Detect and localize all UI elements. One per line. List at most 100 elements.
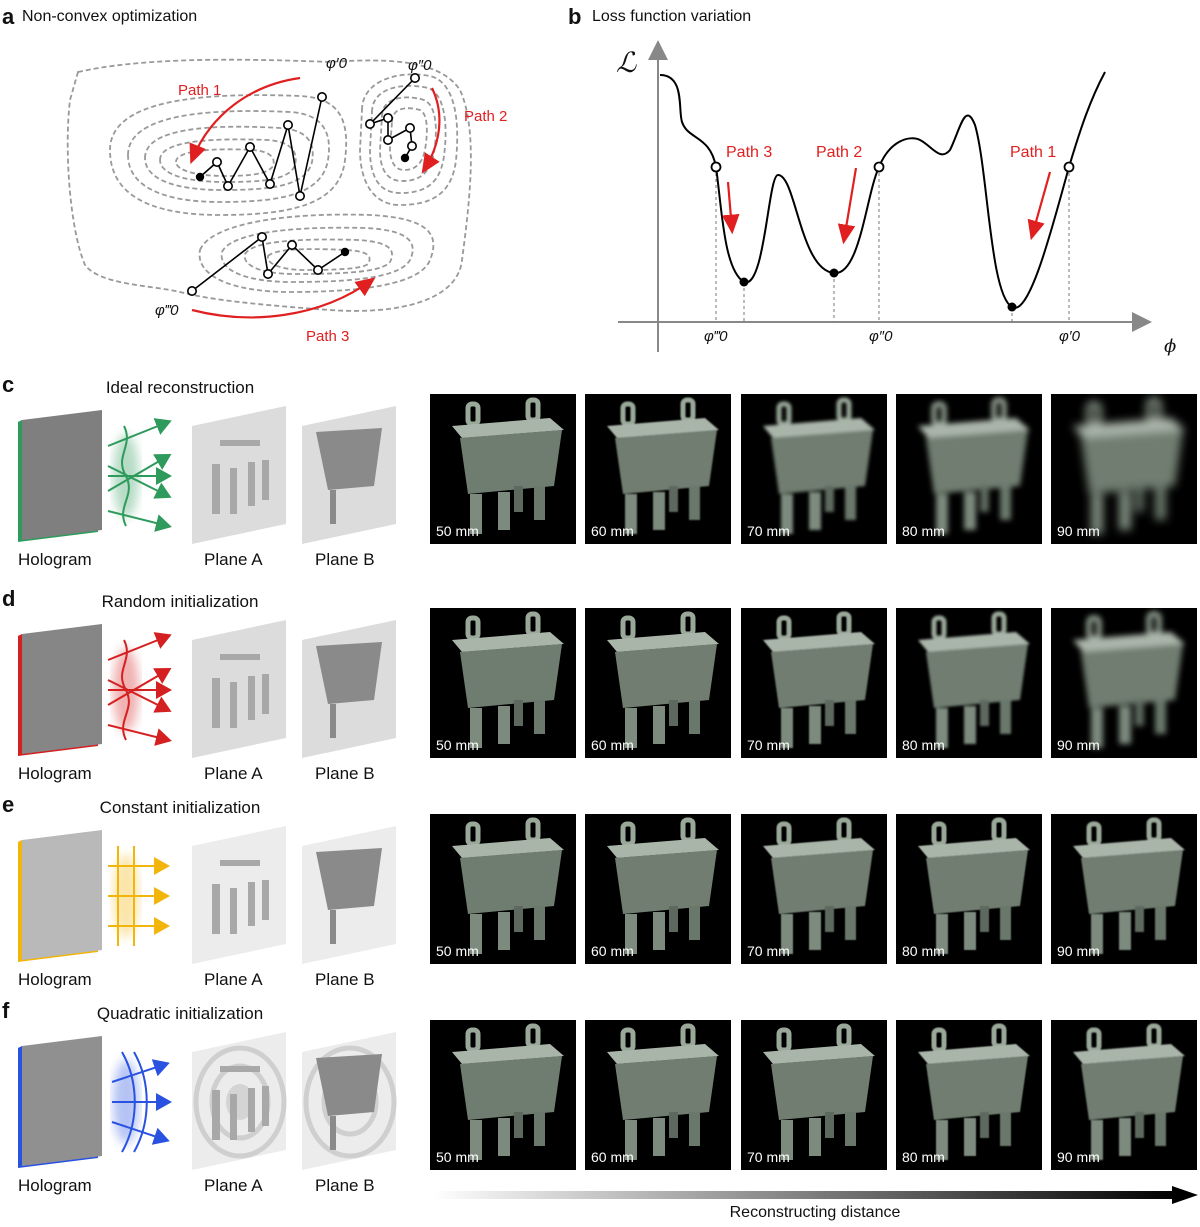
plane-b: [302, 406, 396, 544]
reconstruction-image: 70 mm: [741, 1020, 887, 1170]
phi-double-prime-label: φ″0: [408, 57, 432, 74]
phi-triple-prime-label: φ‴0: [155, 302, 179, 319]
plane-b: [302, 620, 396, 758]
vessel-render: [607, 1023, 719, 1160]
vessel-render: [918, 397, 1030, 534]
reconstruction-image: 50 mm: [430, 1020, 576, 1170]
path-3-label: Path 3: [306, 328, 350, 345]
plane-b: [302, 1032, 397, 1170]
distance-label: 80 mm: [902, 943, 945, 959]
plane-a: [192, 1032, 287, 1170]
reconstruction-image: 70 mm: [741, 608, 887, 758]
reconstruction-image: 80 mm: [896, 814, 1042, 964]
distance-label: 60 mm: [591, 737, 634, 753]
row-letter: e: [2, 792, 15, 817]
plane-b-label: Plane B: [315, 970, 375, 989]
hologram-slab: [18, 830, 102, 962]
vessel-render: [763, 1023, 875, 1160]
hologram-label: Hologram: [18, 550, 92, 569]
reconstruction-image: 50 mm: [430, 608, 576, 758]
hologram-label: Hologram: [18, 1176, 92, 1195]
plane-a-label: Plane A: [204, 1176, 263, 1195]
reconstruction-image: 70 mm: [741, 394, 887, 544]
panel-a: a Non-convex optimization: [0, 0, 560, 360]
plane-a-label: Plane A: [204, 970, 263, 989]
panel-a-title: Non-convex optimization: [22, 8, 198, 25]
distance-label: 50 mm: [436, 1149, 479, 1165]
light-rays: [108, 846, 170, 946]
vessel-render: [763, 397, 875, 534]
plane-b-label: Plane B: [315, 764, 375, 783]
reconstruction-image: 90 mm: [1051, 608, 1197, 758]
vessel-render: [452, 611, 564, 748]
hologram-slab: [18, 624, 102, 756]
distance-label: 90 mm: [1057, 737, 1100, 753]
distance-axis-label: Reconstructing distance: [729, 1204, 901, 1221]
vessel-render: [1073, 611, 1185, 748]
plane-a-label: Plane A: [204, 550, 263, 569]
reconstruction-image: 90 mm: [1051, 1020, 1197, 1170]
reconstruction-image: 80 mm: [896, 1020, 1042, 1170]
loss-curve-plot: [618, 40, 1152, 352]
light-rays: [107, 418, 172, 532]
distance-label: 70 mm: [747, 523, 790, 539]
distance-label: 90 mm: [1057, 1149, 1100, 1165]
plane-b: [302, 826, 396, 964]
hologram-slab: [18, 410, 102, 542]
loss-symbol: ℒ: [616, 46, 637, 79]
reconstruction-image: 50 mm: [430, 394, 576, 544]
vessel-render: [452, 1023, 564, 1160]
distance-label: 60 mm: [591, 943, 634, 959]
distance-label: 70 mm: [747, 737, 790, 753]
reconstruction-image: 90 mm: [1051, 394, 1197, 544]
vessel-render: [763, 817, 875, 954]
tick-phi-prime: φ′0: [1059, 328, 1080, 345]
panel-b-letter: b: [568, 4, 582, 29]
plane-b-label: Plane B: [315, 550, 375, 569]
plane-a: [192, 620, 286, 758]
reconstruction-image: 60 mm: [585, 814, 731, 964]
row-letter: d: [2, 586, 16, 611]
distance-label: 70 mm: [747, 943, 790, 959]
distance-axis: Reconstructing distance: [432, 1186, 1198, 1226]
row-title: Constant initialization: [99, 798, 261, 817]
distance-label: 50 mm: [436, 737, 479, 753]
plane-b-label: Plane B: [315, 1176, 375, 1195]
vessel-render: [607, 611, 719, 748]
reconstruction-image: 60 mm: [585, 394, 731, 544]
reconstruction-image: 60 mm: [585, 1020, 731, 1170]
vessel-render: [452, 397, 564, 534]
row-e: e Constant initialization: [0, 792, 1200, 992]
row-d: d Random initialization: [0, 586, 1200, 786]
phi-prime-label: φ′0: [326, 55, 347, 72]
distance-label: 70 mm: [747, 1149, 790, 1165]
vessel-render: [918, 611, 1030, 748]
gradient-arrow: [432, 1186, 1198, 1204]
distance-label: 90 mm: [1057, 943, 1100, 959]
vessel-render: [918, 817, 1030, 954]
reconstruction-image: 70 mm: [741, 814, 887, 964]
vessel-render: [452, 817, 564, 954]
curve-path-2-label: Path 2: [816, 144, 863, 161]
row-f: f Quadratic initialization: [0, 998, 1200, 1198]
panel-b: b Loss function variation ℒ ϕ: [560, 0, 1200, 370]
row-title: Ideal reconstruction: [105, 378, 255, 397]
hologram-label: Hologram: [18, 970, 92, 989]
hologram-label: Hologram: [18, 764, 92, 783]
vessel-render: [607, 397, 719, 534]
curve-path-3-label: Path 3: [726, 144, 773, 161]
distance-label: 50 mm: [436, 943, 479, 959]
distance-label: 90 mm: [1057, 523, 1100, 539]
distance-label: 50 mm: [436, 523, 479, 539]
vessel-render: [1073, 817, 1185, 954]
light-rays: [111, 1051, 172, 1153]
distance-label: 60 mm: [591, 523, 634, 539]
plane-a: [192, 406, 286, 544]
tick-phi-triple-prime: φ‴0: [704, 328, 728, 345]
light-rays: [107, 632, 172, 746]
path-1-label: Path 1: [178, 82, 222, 99]
phi-axis-symbol: ϕ: [1164, 336, 1177, 357]
curve-path-1-label: Path 1: [1010, 144, 1057, 161]
distance-label: 60 mm: [591, 1149, 634, 1165]
reconstruction-image: 90 mm: [1051, 814, 1197, 964]
